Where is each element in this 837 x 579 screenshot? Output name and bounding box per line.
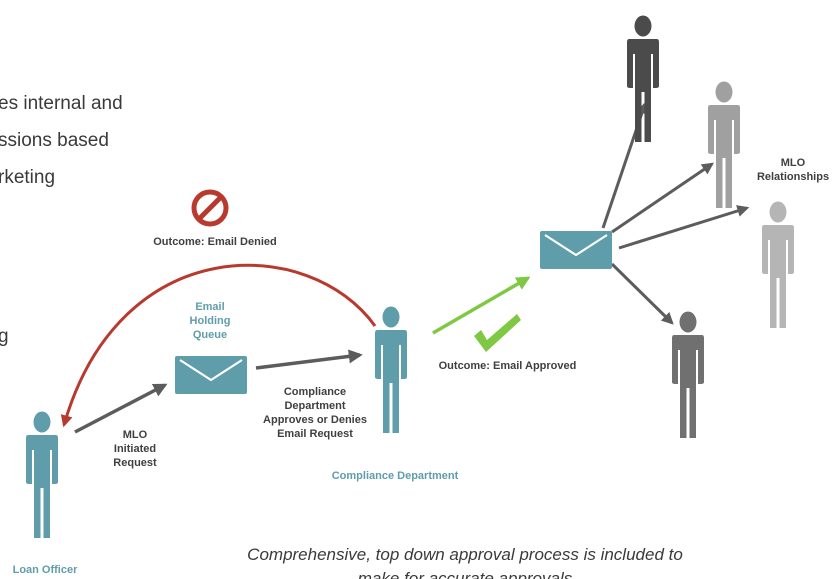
mlo-person-2-icon (708, 81, 740, 208)
email-queue-envelope-icon (173, 354, 249, 396)
mlo-person-1-icon (627, 15, 659, 142)
arrow-to-mlo-3 (618, 205, 750, 250)
compliance-action-label: Compliance Department Approves or Denies… (263, 386, 367, 440)
body-text-line-2: ssions based (0, 130, 109, 151)
email-holding-queue-label: Email Holding Queue (189, 301, 231, 341)
caption-line-1: Comprehensive, top down approval process… (247, 545, 683, 564)
arrow-queue-to-compliance (255, 349, 363, 370)
compliance-department-label: Compliance Department (331, 470, 459, 482)
compliance-person-icon (375, 306, 407, 433)
caption-line-2: make for accurate approvals (357, 569, 573, 579)
body-text-line-1: es internal and (0, 93, 123, 114)
checkmark-icon (474, 314, 521, 352)
prohibited-icon (191, 189, 229, 227)
mlo-person-3-icon (762, 201, 794, 328)
outgoing-email-envelope-icon (538, 229, 614, 271)
loan-officer-label: Loan Officer (12, 564, 78, 576)
arrow-denied (60, 263, 377, 428)
body-text-line-3: rketing (0, 167, 56, 188)
arrow-approved (432, 276, 531, 335)
loan-officer-person-icon (26, 411, 58, 538)
body-text-line-4: g (0, 326, 9, 347)
arrow-to-mlo-2 (611, 162, 714, 234)
outcome-approved-label: Outcome: Email Approved (438, 360, 577, 372)
outcome-denied-label: Outcome: Email Denied (153, 236, 277, 248)
mlo-initiated-request-label: MLO Initiated Request (113, 429, 157, 469)
mlo-person-4-icon (672, 311, 704, 438)
mlo-relationships-label: MLO Relationships (756, 157, 830, 183)
arrow-loan-officer-to-queue (74, 383, 168, 434)
arrow-to-mlo-4 (610, 262, 674, 325)
